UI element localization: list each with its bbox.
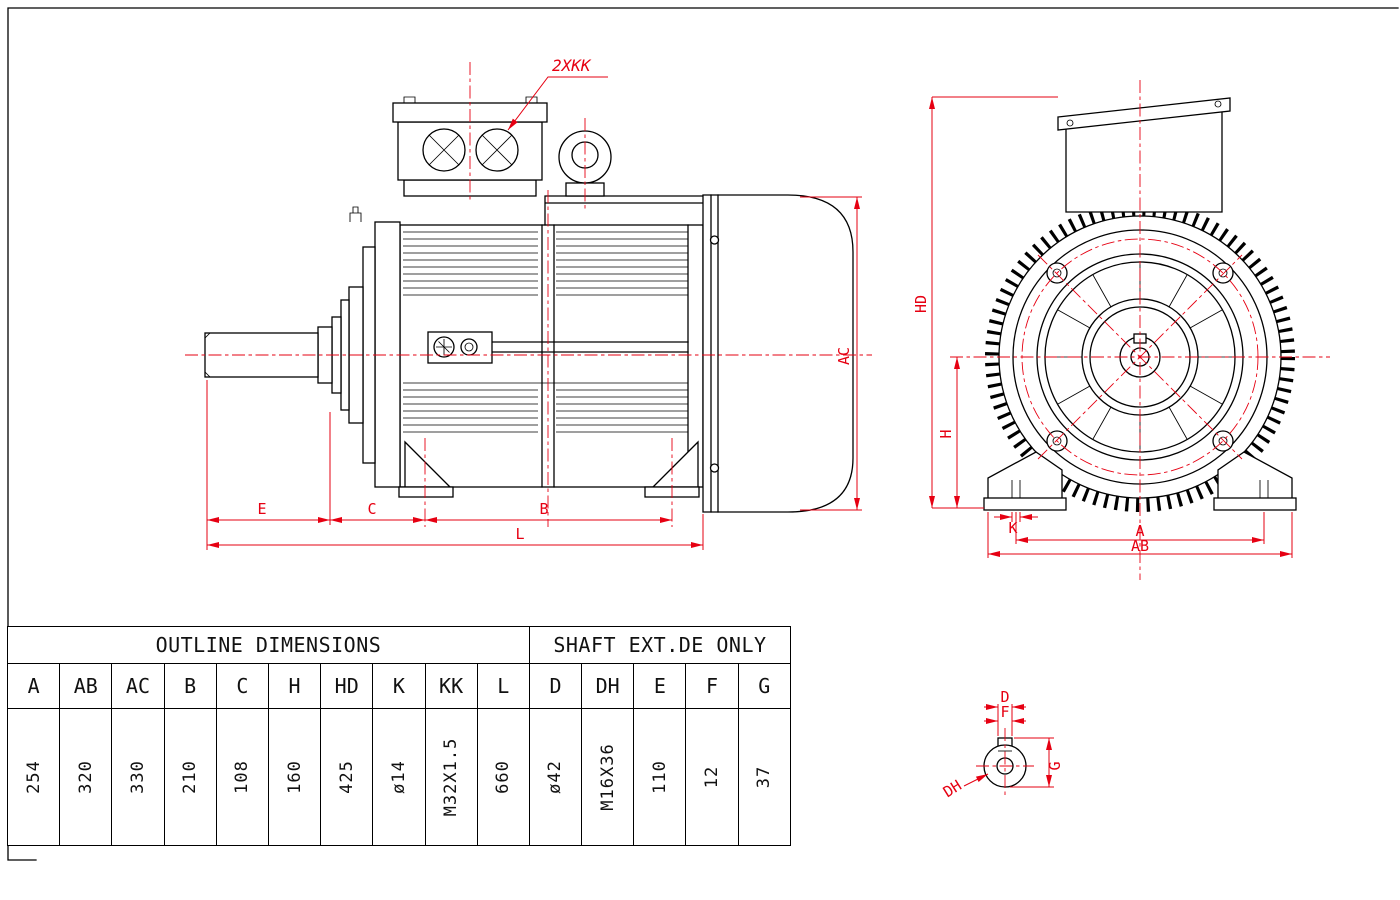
- col-header-d: D: [528, 663, 583, 709]
- dim-label-2xkk: 2XKK: [552, 56, 592, 75]
- col-header-kk: KK: [424, 663, 478, 709]
- dim-value-hd: 425: [320, 708, 374, 846]
- col-header-h: H: [267, 663, 322, 709]
- dim-label-dh: DH: [940, 776, 965, 801]
- dim-value-e: 110: [633, 708, 687, 846]
- dim-value-g: 37: [737, 708, 792, 846]
- col-header-hd: HD: [320, 663, 374, 709]
- dim-label-a: A: [1135, 522, 1144, 540]
- table-header-shaft-ext: SHAFT EXT.DE ONLY: [528, 626, 792, 664]
- col-header-k: K: [372, 663, 426, 709]
- dim-label-k: K: [1008, 519, 1017, 537]
- col-header-e: E: [633, 663, 687, 709]
- dim-value-ab: 320: [59, 708, 113, 846]
- dim-value-f: 12: [685, 708, 739, 846]
- dim-label-l: L: [515, 525, 524, 543]
- dim-label-e: E: [257, 500, 266, 518]
- dim-value-kk: M32X1.5: [424, 708, 478, 846]
- dim-label-ac: AC: [835, 347, 853, 365]
- side-view-dimensions: 2XKK E C B L AC: [185, 56, 872, 550]
- col-header-ab: AB: [59, 663, 113, 709]
- front-view-dimensions: HD H K A AB: [912, 80, 1330, 580]
- dim-value-a: 254: [6, 708, 61, 846]
- dim-value-c: 108: [215, 708, 269, 846]
- dim-label-hd: HD: [912, 295, 930, 313]
- dim-label-h: H: [937, 429, 955, 438]
- dim-value-dh: M16X36: [581, 708, 635, 846]
- table-header-outline-dimensions: OUTLINE DIMENSIONS: [7, 626, 530, 664]
- col-header-c: C: [215, 663, 269, 709]
- col-header-a: A: [6, 663, 61, 709]
- dim-value-d: ø42: [528, 708, 583, 846]
- dim-label-c: C: [367, 500, 376, 518]
- col-header-l: L: [476, 663, 530, 709]
- dim-label-d: D: [1000, 688, 1009, 706]
- dim-label-ab: AB: [1131, 537, 1149, 555]
- dim-value-k: ø14: [372, 708, 426, 846]
- dimension-table: OUTLINE DIMENSIONS SHAFT EXT.DE ONLY A A…: [6, 626, 792, 846]
- col-header-b: B: [163, 663, 217, 709]
- dim-label-g: G: [1046, 761, 1064, 770]
- dim-label-b: B: [539, 500, 548, 518]
- dim-value-l: 660: [476, 708, 530, 846]
- motor-side-view: [204, 96, 854, 513]
- dim-value-ac: 330: [111, 708, 165, 846]
- col-header-dh: DH: [581, 663, 635, 709]
- col-header-f: F: [685, 663, 739, 709]
- col-header-g: G: [737, 663, 792, 709]
- dim-value-h: 160: [267, 708, 322, 846]
- col-header-ac: AC: [111, 663, 165, 709]
- dim-label-f: F: [1000, 703, 1009, 721]
- dim-value-b: 210: [163, 708, 217, 846]
